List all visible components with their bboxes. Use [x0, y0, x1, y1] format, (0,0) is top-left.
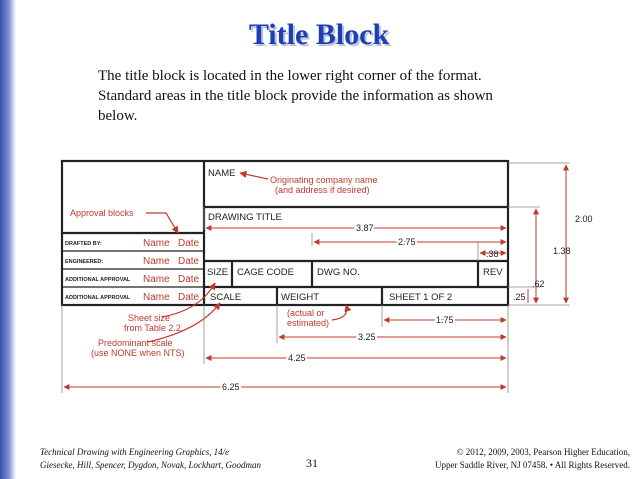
approval-row-date: Date [178, 256, 200, 267]
approval-row-name: Name [143, 256, 170, 267]
footer-copyright-line: © 2012, 2009, 2003, Pearson Higher Educa… [456, 447, 630, 457]
annotation-sheet-size-1: Sheet size [128, 313, 170, 323]
dim-325: 3.25 [358, 332, 376, 342]
annotation-scale-1: Predominant scale [98, 338, 173, 348]
leader-scale [147, 302, 221, 343]
dim-387: 3.87 [356, 223, 374, 233]
dim-138: 1.38 [553, 246, 571, 256]
approval-row-name: Name [143, 238, 170, 249]
intro-paragraph: The title block is located in the lower … [98, 66, 548, 126]
leader-sheet-size [161, 282, 216, 318]
dim-275: 2.75 [398, 237, 416, 247]
annotation-weight-1: (actual or [287, 308, 325, 318]
approval-row-label: DRAFTED BY: [65, 241, 102, 247]
approval-row-date: Date [178, 238, 200, 249]
intro-line: The title block is located in the lower … [98, 68, 482, 84]
side-accent-bar [0, 0, 16, 479]
cell-sheet: SHEET 1 OF 2 [389, 292, 452, 303]
footer-book-authors: Giesecke, Hill, Spencer, Dygdon, Novak, … [40, 460, 261, 470]
dim-200: 2.00 [575, 214, 593, 224]
annotation-scale-2: (use NONE when NTS) [91, 348, 185, 358]
page-number: 31 [306, 456, 318, 470]
annotation-sheet-size-2: from Table 2.2 [124, 323, 181, 333]
approval-row-label: ENGINEERED: [65, 259, 103, 265]
leader-weight [331, 304, 352, 321]
cell-cage-code: CAGE CODE [237, 267, 294, 278]
intro-line: Standard areas in the title block provid… [98, 88, 493, 104]
cell-rev: REV [483, 267, 503, 278]
slide-title: Title Block [248, 18, 390, 51]
leader-approval [146, 212, 179, 234]
cell-size: SIZE [207, 267, 228, 278]
approval-row-label: ADDITIONAL APPROVAL [65, 277, 131, 283]
annotation-weight-2: estimated) [287, 318, 329, 328]
dim-175: 1.75 [436, 315, 454, 325]
cell-drawing-title: DRAWING TITLE [208, 212, 282, 223]
cell-weight: WEIGHT [281, 292, 319, 303]
approval-row-name: Name [143, 292, 170, 303]
approval-row-date: Date [178, 274, 200, 285]
footer-book-credit: Technical Drawing with Engineering Graph… [40, 446, 261, 472]
approval-row-name: Name [143, 274, 170, 285]
footer-book-title: Technical Drawing with Engineering Graph… [40, 447, 230, 457]
approval-row-date: Date [178, 292, 200, 303]
footer-copyright: © 2012, 2009, 2003, Pearson Higher Educa… [435, 446, 630, 472]
approval-row-label: ADDITIONAL APPROVAL [65, 295, 131, 301]
dim-062: .62 [532, 279, 545, 289]
footer-copyright-line: Upper Saddle River, NJ 07458. • All Righ… [434, 460, 630, 470]
dim-038: .38 [486, 249, 499, 259]
cell-scale: SCALE [210, 292, 241, 303]
dim-625: 6.25 [222, 382, 240, 392]
leader-name [239, 170, 269, 180]
cell-dwg-no: DWG NO. [317, 267, 360, 278]
dim-425: 4.25 [288, 353, 306, 363]
annotation-originating-1: Originating company name [270, 175, 378, 185]
dim-025: .25 [513, 292, 526, 302]
intro-line: below. [98, 108, 138, 124]
annotation-originating-2: (and address if desired) [275, 185, 370, 195]
cell-name: NAME [208, 168, 235, 179]
annotation-approval-blocks: Approval blocks [70, 208, 134, 218]
